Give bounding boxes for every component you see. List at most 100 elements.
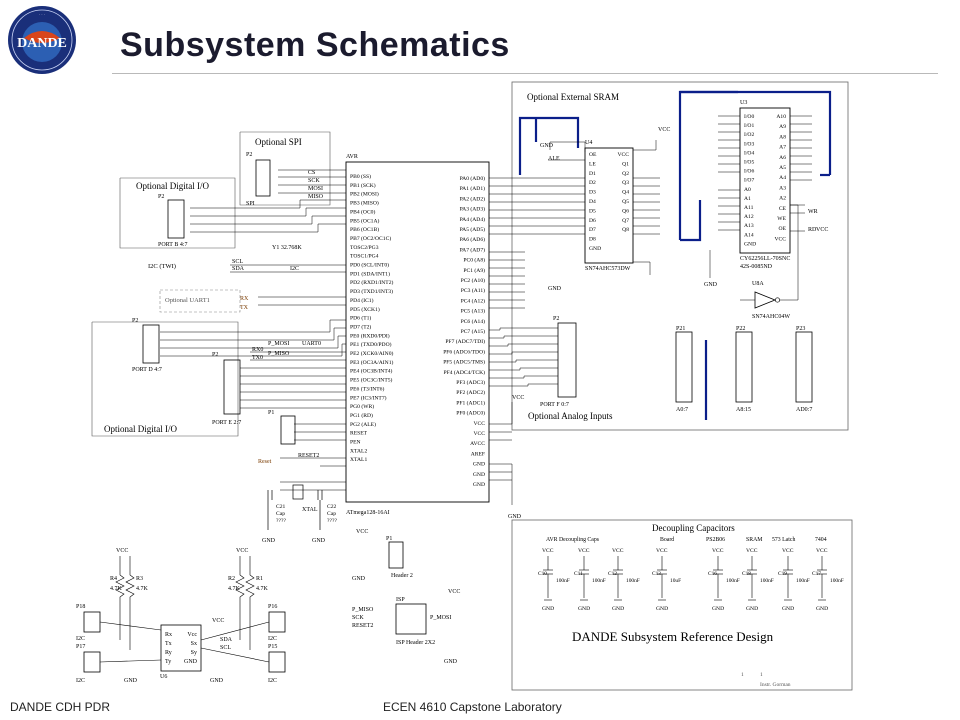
mcu-left-pin: PE5 (OC3C/INT5): [350, 377, 393, 384]
inverter-ref: U8A: [752, 281, 764, 287]
sram-left-pin: I/O4: [744, 150, 754, 156]
sram-right-pin: A2: [779, 196, 786, 202]
net-tx0: TX0: [252, 355, 263, 361]
isp-ref: ISP: [396, 597, 405, 603]
sram-left-pin: I/O0: [744, 114, 754, 120]
latch-left-pin: D3: [589, 190, 596, 196]
u6-left-pin: Ry: [165, 650, 172, 656]
p23-label: AD0:7: [796, 407, 812, 413]
decap-ref: C12: [608, 571, 617, 577]
r1-val: 4.7K: [256, 586, 269, 592]
sram-right-pin: VCC: [774, 236, 786, 242]
net-vcc-power: VCC: [356, 529, 368, 535]
net-vcc-r3: VCC: [116, 548, 128, 554]
decap-group-avr: AVR Decoupling Caps: [546, 537, 600, 543]
mcu-left-pin: PD6 (T1): [350, 315, 371, 322]
sram-right-pin: A9: [779, 124, 786, 130]
mcu-left-pin: PB6 (OC1B): [350, 226, 379, 233]
section-analog: Optional Analog Inputs: [528, 411, 613, 421]
mcu-right-pin: PA1 (AD1): [460, 185, 486, 192]
decap-vcc-label: VCC: [816, 548, 828, 554]
net-mosi: MOSI: [308, 186, 323, 192]
mcu-left-pin: PB2 (MOSI): [350, 191, 379, 198]
decap-gnd-label: GND: [612, 606, 624, 612]
latch-right-pin: Q8: [622, 227, 629, 233]
mcu-left-pin: PE3 (OC3A/AIN1): [350, 359, 393, 366]
porte-label: PORT E 2:7: [212, 420, 241, 426]
footer-center: ECEN 4610 Capstone Laboratory: [383, 700, 562, 714]
isp-header: [395, 603, 427, 635]
decap-ref: C11: [574, 571, 583, 577]
section-digital-io-top: Optional Digital I/O: [136, 181, 209, 191]
portd-ref: P2: [132, 318, 138, 324]
net-pmosi: P_MOSI: [268, 341, 289, 347]
mcu-right-pin: PA5 (AD5): [460, 226, 486, 233]
decap-group-latch: 573 Latch: [772, 537, 795, 543]
latch-left-pin: D4: [589, 199, 596, 205]
mcu-left-pin: PD4 (IC1): [350, 297, 374, 304]
mcu-left-pin: XTAL1: [350, 457, 367, 463]
mcu-left-pin: PE4 (OC3B/INT4): [350, 368, 393, 375]
mcu-right-pin: GND: [473, 482, 485, 488]
net-miso: MISO: [308, 194, 324, 200]
net-pmiso: P_MISO: [268, 351, 290, 357]
p17-ref: P17: [76, 644, 85, 650]
sram-left-pin: A11: [744, 205, 754, 211]
mcu-left-pin: PE6 (T3/INT6): [350, 385, 384, 392]
sram-right-pin: A3: [779, 185, 786, 191]
latch-ref: U4: [585, 140, 592, 146]
inverter-gate: U8A SN74AHC04W: [752, 281, 790, 320]
net-rx: RX: [240, 296, 249, 302]
svg-text:· · ·: · · ·: [39, 12, 45, 17]
portb-header: [167, 199, 185, 239]
mcu-right-pin: PF6 (ADC6/TDO): [443, 348, 485, 355]
latch-left-pin: OE: [589, 152, 597, 158]
latch-left-pin: LE: [589, 161, 596, 167]
mcu-left-pin: PG1 (RD): [350, 412, 373, 419]
mcu-right-pin: PA7 (AD7): [460, 246, 486, 253]
mcu-right-pin: PF2 (ADC2): [456, 389, 485, 396]
net-vcc-isp: VCC: [448, 589, 460, 595]
mcu-left-pin: PD3 (TXD1/INT3): [350, 288, 393, 295]
net-vcc-u6: VCC: [212, 618, 224, 624]
r1-ref: R1: [256, 576, 263, 582]
latch-left-pin: D1: [589, 171, 596, 177]
decap-group-board: Board: [660, 537, 674, 543]
mcu-left-pin: PE0 (RXD0/PDI): [350, 332, 390, 339]
mcu-left-pin: PE7 (IC3/INT7): [350, 394, 387, 401]
decap-vcc-label: VCC: [782, 548, 794, 554]
net-sda-u6: SDA: [220, 637, 233, 643]
sram-left-pin: A0: [744, 187, 751, 193]
latch-left-pin: D5: [589, 208, 596, 214]
p16-i2c: I2C: [268, 636, 277, 642]
decap-vcc-label: VCC: [578, 548, 590, 554]
decap-ref: C10: [538, 571, 547, 577]
mcu-left-pin: TOSC2/PG3: [350, 245, 379, 251]
power-ref: P1: [386, 536, 392, 542]
net-gnd-isp: GND: [444, 659, 458, 665]
decap-ref: C16: [708, 571, 717, 577]
u6-left-pin: Ty: [165, 659, 171, 665]
sram-left-pin: A13: [744, 223, 754, 229]
address-bus: [518, 90, 832, 420]
mcu-right-pin: PC2 (A10): [461, 277, 486, 284]
latch-right-pin: Q1: [622, 161, 629, 167]
net-sck: SCK: [308, 178, 320, 184]
net-gnd-latch2: GND: [548, 286, 562, 292]
net-isp-miso: P_MISO: [352, 607, 374, 613]
mcu-right-pin: PF1 (ADC1): [456, 399, 485, 406]
mcu-left-pin: PD7 (T2): [350, 323, 371, 330]
mcu-left-pin: PG0 (WR): [350, 403, 374, 410]
decap-value: 100nF: [760, 578, 774, 584]
mcu-right-pin: AREF: [471, 451, 485, 457]
decap-value: 100nF: [796, 578, 810, 584]
mcu-right-pin: PC3 (A11): [461, 287, 485, 294]
net-gnd-u6b: GND: [210, 678, 224, 684]
c22-ref: C22: [327, 504, 337, 510]
mcu-left-pin: PB3 (MISO): [350, 200, 379, 207]
net-isp-reset: RESET2: [352, 623, 373, 629]
sram-left-pin: I/O7: [744, 178, 754, 184]
p22-header: [735, 331, 753, 403]
inverter-part: SN74AHC04W: [752, 314, 790, 320]
